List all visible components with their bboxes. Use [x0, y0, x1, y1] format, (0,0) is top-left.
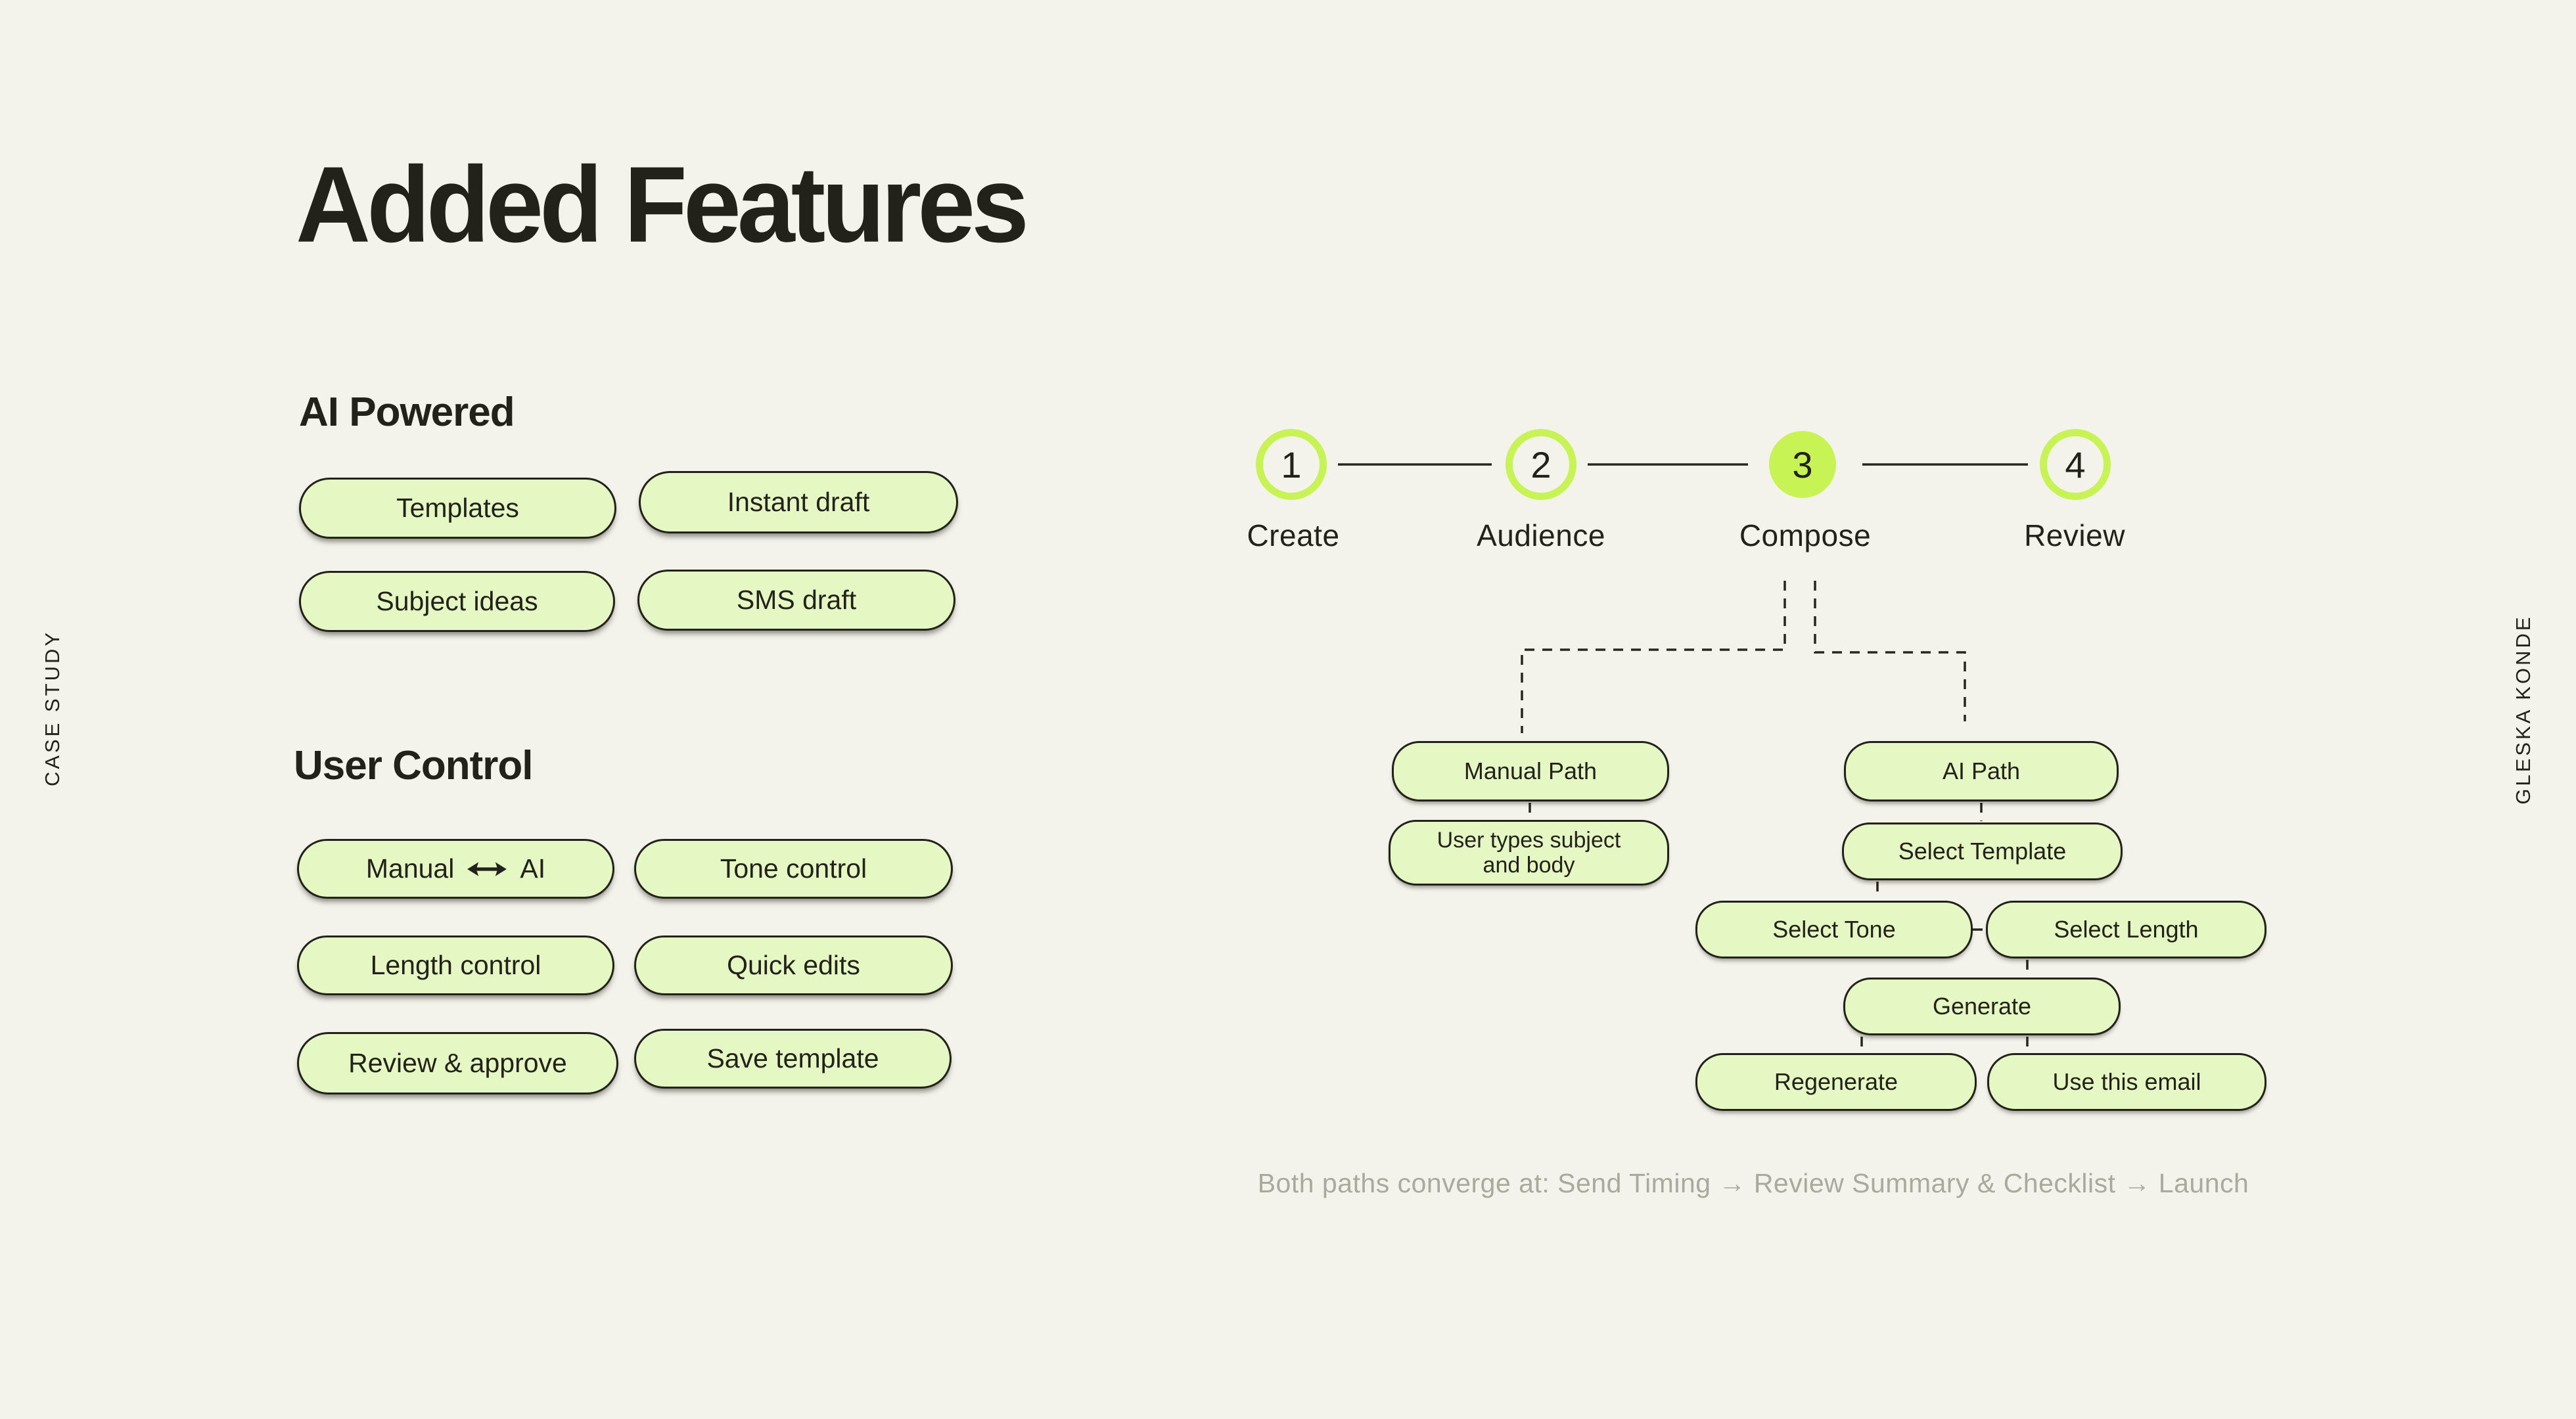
step-circle-3-active: 3 — [1769, 431, 1836, 498]
flow-node-use-this-email: Use this email — [1987, 1053, 2266, 1111]
pill-subject-ideas: Subject ideas — [299, 571, 615, 632]
step-circle-4: 4 — [2040, 429, 2111, 500]
step-circle-1: 1 — [1256, 429, 1327, 500]
flow-node-regenerate: Regenerate — [1695, 1053, 1977, 1111]
pill-instant-draft: Instant draft — [639, 471, 958, 533]
step-label-compose: Compose — [1739, 518, 1872, 552]
flow-node-select-template: Select Template — [1842, 822, 2123, 880]
pill-manual-ai-right: AI — [520, 853, 546, 884]
bidirectional-arrow-icon — [466, 861, 508, 878]
flow-node-ai-path: AI Path — [1844, 741, 2119, 801]
step-number: 4 — [2065, 443, 2086, 485]
step-label-audience: Audience — [1477, 518, 1605, 552]
side-label-author: GLESKA KONDE — [2512, 614, 2535, 805]
step-number: 1 — [1281, 443, 1302, 485]
pill-manual-ai: Manual AI — [297, 839, 614, 899]
flow-node-select-tone: Select Tone — [1695, 901, 1973, 958]
page-title: Added Features — [296, 145, 1029, 265]
step-label-review: Review — [2024, 518, 2125, 552]
pill-sms-draft: SMS draft — [637, 570, 955, 631]
flow-node-select-length: Select Length — [1986, 901, 2266, 958]
step-circle-2: 2 — [1506, 429, 1576, 500]
pill-quick-edits: Quick edits — [634, 935, 953, 995]
pill-tone-control: Tone control — [634, 839, 953, 899]
section-heading-user-control: User Control — [294, 743, 533, 788]
side-label-case-study: CASE STUDY — [41, 629, 64, 787]
pill-save-template: Save template — [634, 1029, 952, 1089]
converge-note: Both paths converge at: Send Timing → Re… — [1257, 1168, 2249, 1198]
pill-manual-ai-left: Manual — [365, 853, 455, 884]
step-number: 2 — [1530, 443, 1552, 485]
step-number: 3 — [1792, 443, 1813, 485]
step-label-create: Create — [1247, 518, 1340, 552]
pill-review-approve: Review & approve — [297, 1032, 618, 1094]
flow-node-generate: Generate — [1843, 978, 2121, 1035]
section-heading-ai-powered: AI Powered — [299, 390, 515, 435]
flow-node-manual-path: Manual Path — [1392, 741, 1669, 801]
pill-length-control: Length control — [297, 935, 614, 995]
flow-node-user-types-subject-body: User types subject and body — [1389, 820, 1669, 886]
pill-templates: Templates — [299, 478, 616, 539]
